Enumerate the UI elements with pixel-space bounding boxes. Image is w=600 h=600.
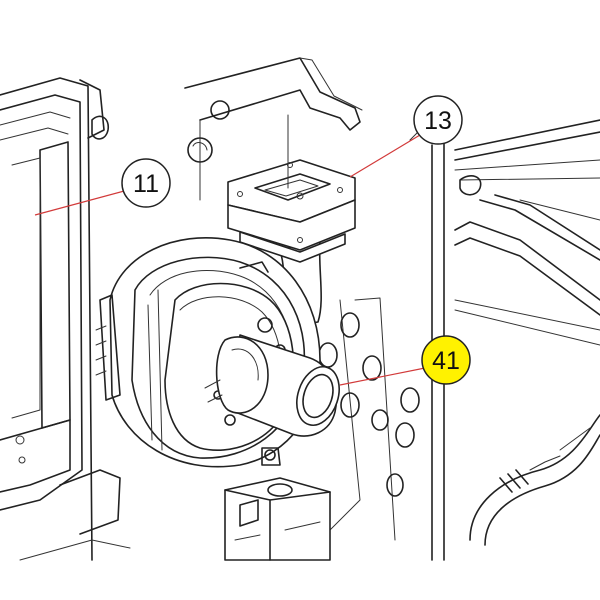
callout-circle-13	[413, 95, 463, 145]
leader-line-41	[339, 367, 426, 386]
hose-pipe	[469, 414, 600, 546]
callout-11: 11	[121, 158, 171, 208]
left-housing-panel	[0, 77, 131, 561]
callout-circle-11	[121, 158, 171, 208]
callout-label-11: 11	[133, 170, 159, 198]
callout-13: 13	[413, 95, 463, 145]
leader-line-13	[349, 134, 421, 178]
callout-41: 41	[421, 335, 471, 385]
callout-label-41: 41	[432, 347, 460, 375]
callout-circle-41	[421, 335, 471, 385]
venturi-tube	[204, 334, 340, 437]
callout-label-13: 13	[424, 107, 452, 135]
gas-valve	[224, 477, 331, 561]
leader-line-11	[34, 189, 129, 216]
